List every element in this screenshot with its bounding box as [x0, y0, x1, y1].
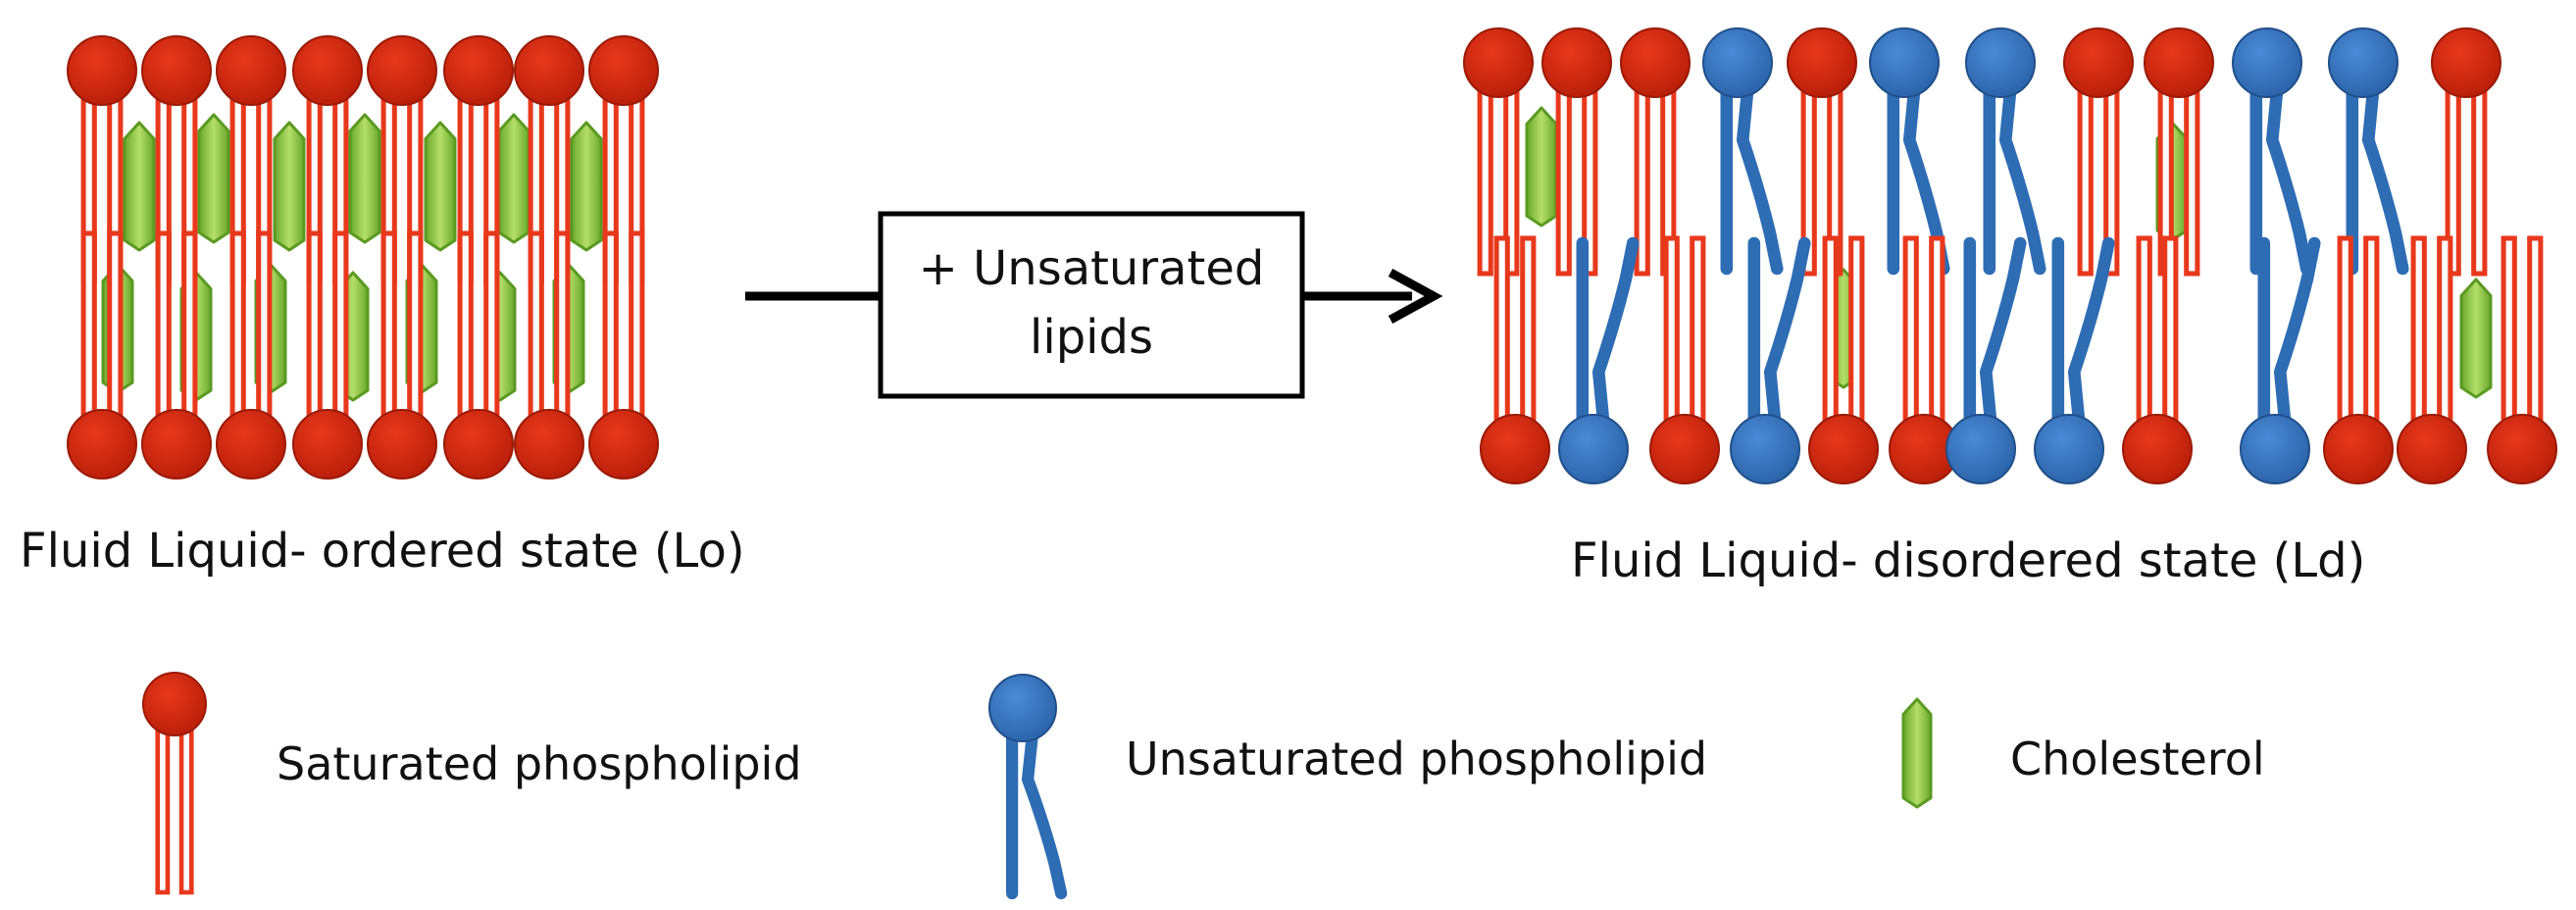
- legend-saturated-label: Saturated phospholipid: [277, 737, 802, 790]
- unsaturated-phospholipid-lower: [2240, 236, 2321, 484]
- saturated-phospholipid-lower: [216, 230, 286, 480]
- saturated-phospholipid-lower: [1649, 235, 1720, 484]
- saturated-phospholipid-upper: [1787, 27, 1857, 277]
- cholesterol-upper: [570, 121, 603, 252]
- cholesterol-upper: [123, 121, 156, 252]
- saturated-phospholipid-lower: [2397, 235, 2467, 484]
- saturated-phospholipid-lower: [514, 230, 584, 480]
- process-box-line1: + Unsaturated: [919, 241, 1265, 296]
- saturated-phospholipid-lower: [1808, 235, 1879, 484]
- disordered-membrane: [1463, 27, 2557, 484]
- saturated-phospholipid-icon: [142, 672, 207, 895]
- saturated-phospholipid-lower: [443, 230, 514, 480]
- unsaturated-phospholipid-lower: [1730, 236, 1811, 484]
- cholesterol-icon: [1901, 697, 1933, 809]
- saturated-phospholipid-upper: [2063, 27, 2134, 277]
- unsaturated-phospholipid-upper: [2328, 27, 2409, 276]
- legend-unsaturated-label: Unsaturated phospholipid: [1126, 733, 1707, 785]
- ordered-state-caption: Fluid Liquid- ordered state (Lo): [20, 524, 745, 579]
- cholesterol-icon-shape: [1901, 697, 1933, 809]
- saturated-phospholipid-lower: [1480, 235, 1550, 484]
- saturated-phospholipid-lower: [2487, 235, 2557, 484]
- unsaturated-phospholipid-icon: [988, 674, 1068, 900]
- unsaturated-phospholipid-upper: [1702, 27, 1784, 276]
- saturated-phospholipid-lower: [2323, 235, 2394, 484]
- saturated-phospholipid-lower: [2122, 235, 2193, 484]
- saturated-phospholipid-upper: [1463, 27, 1534, 277]
- unsaturated-phospholipid-upper: [1965, 27, 2046, 276]
- unsaturated-phospholipid-lower: [1558, 236, 1640, 484]
- saturated-phospholipid-lower: [141, 230, 212, 480]
- saturated-phospholipid-upper: [1541, 27, 1612, 277]
- saturated-phospholipid-lower: [67, 230, 137, 480]
- cholesterol-lower: [2459, 278, 2493, 399]
- cholesterol-upper: [424, 121, 457, 252]
- unsaturated-phospholipid-upper: [1869, 27, 1950, 276]
- ordered-membrane: [67, 35, 659, 480]
- cholesterol-upper: [197, 113, 230, 244]
- unsaturated-phospholipid-lower: [1945, 236, 2027, 484]
- unsaturated-phospholipid-icon-shape: [988, 674, 1068, 900]
- saturated-phospholipid-upper: [2431, 27, 2501, 277]
- saturated-phospholipid-icon-shape: [142, 672, 207, 895]
- cholesterol-upper: [348, 113, 381, 244]
- legend-cholesterol-label: Cholesterol: [2010, 733, 2265, 785]
- unsaturated-phospholipid-upper: [2232, 27, 2313, 276]
- saturated-phospholipid-lower: [588, 230, 659, 480]
- legend: Saturated phospholipid Unsaturated phosp…: [142, 672, 2265, 900]
- saturated-phospholipid-upper: [367, 35, 437, 284]
- cholesterol-upper: [273, 121, 306, 252]
- saturated-phospholipid-lower: [1889, 235, 1959, 484]
- disordered-state-caption: Fluid Liquid- disordered state (Ld): [1571, 533, 2365, 588]
- cholesterol-upper: [497, 113, 530, 244]
- unsaturated-phospholipid-lower: [2034, 236, 2115, 484]
- saturated-phospholipid-lower: [367, 230, 437, 480]
- process-box-line2: lipids: [1030, 310, 1153, 365]
- saturated-phospholipid-lower: [292, 230, 363, 480]
- saturated-phospholipid-upper: [216, 35, 286, 284]
- cholesterol-upper: [1525, 106, 1558, 228]
- process-box: + Unsaturated lipids: [878, 211, 1305, 399]
